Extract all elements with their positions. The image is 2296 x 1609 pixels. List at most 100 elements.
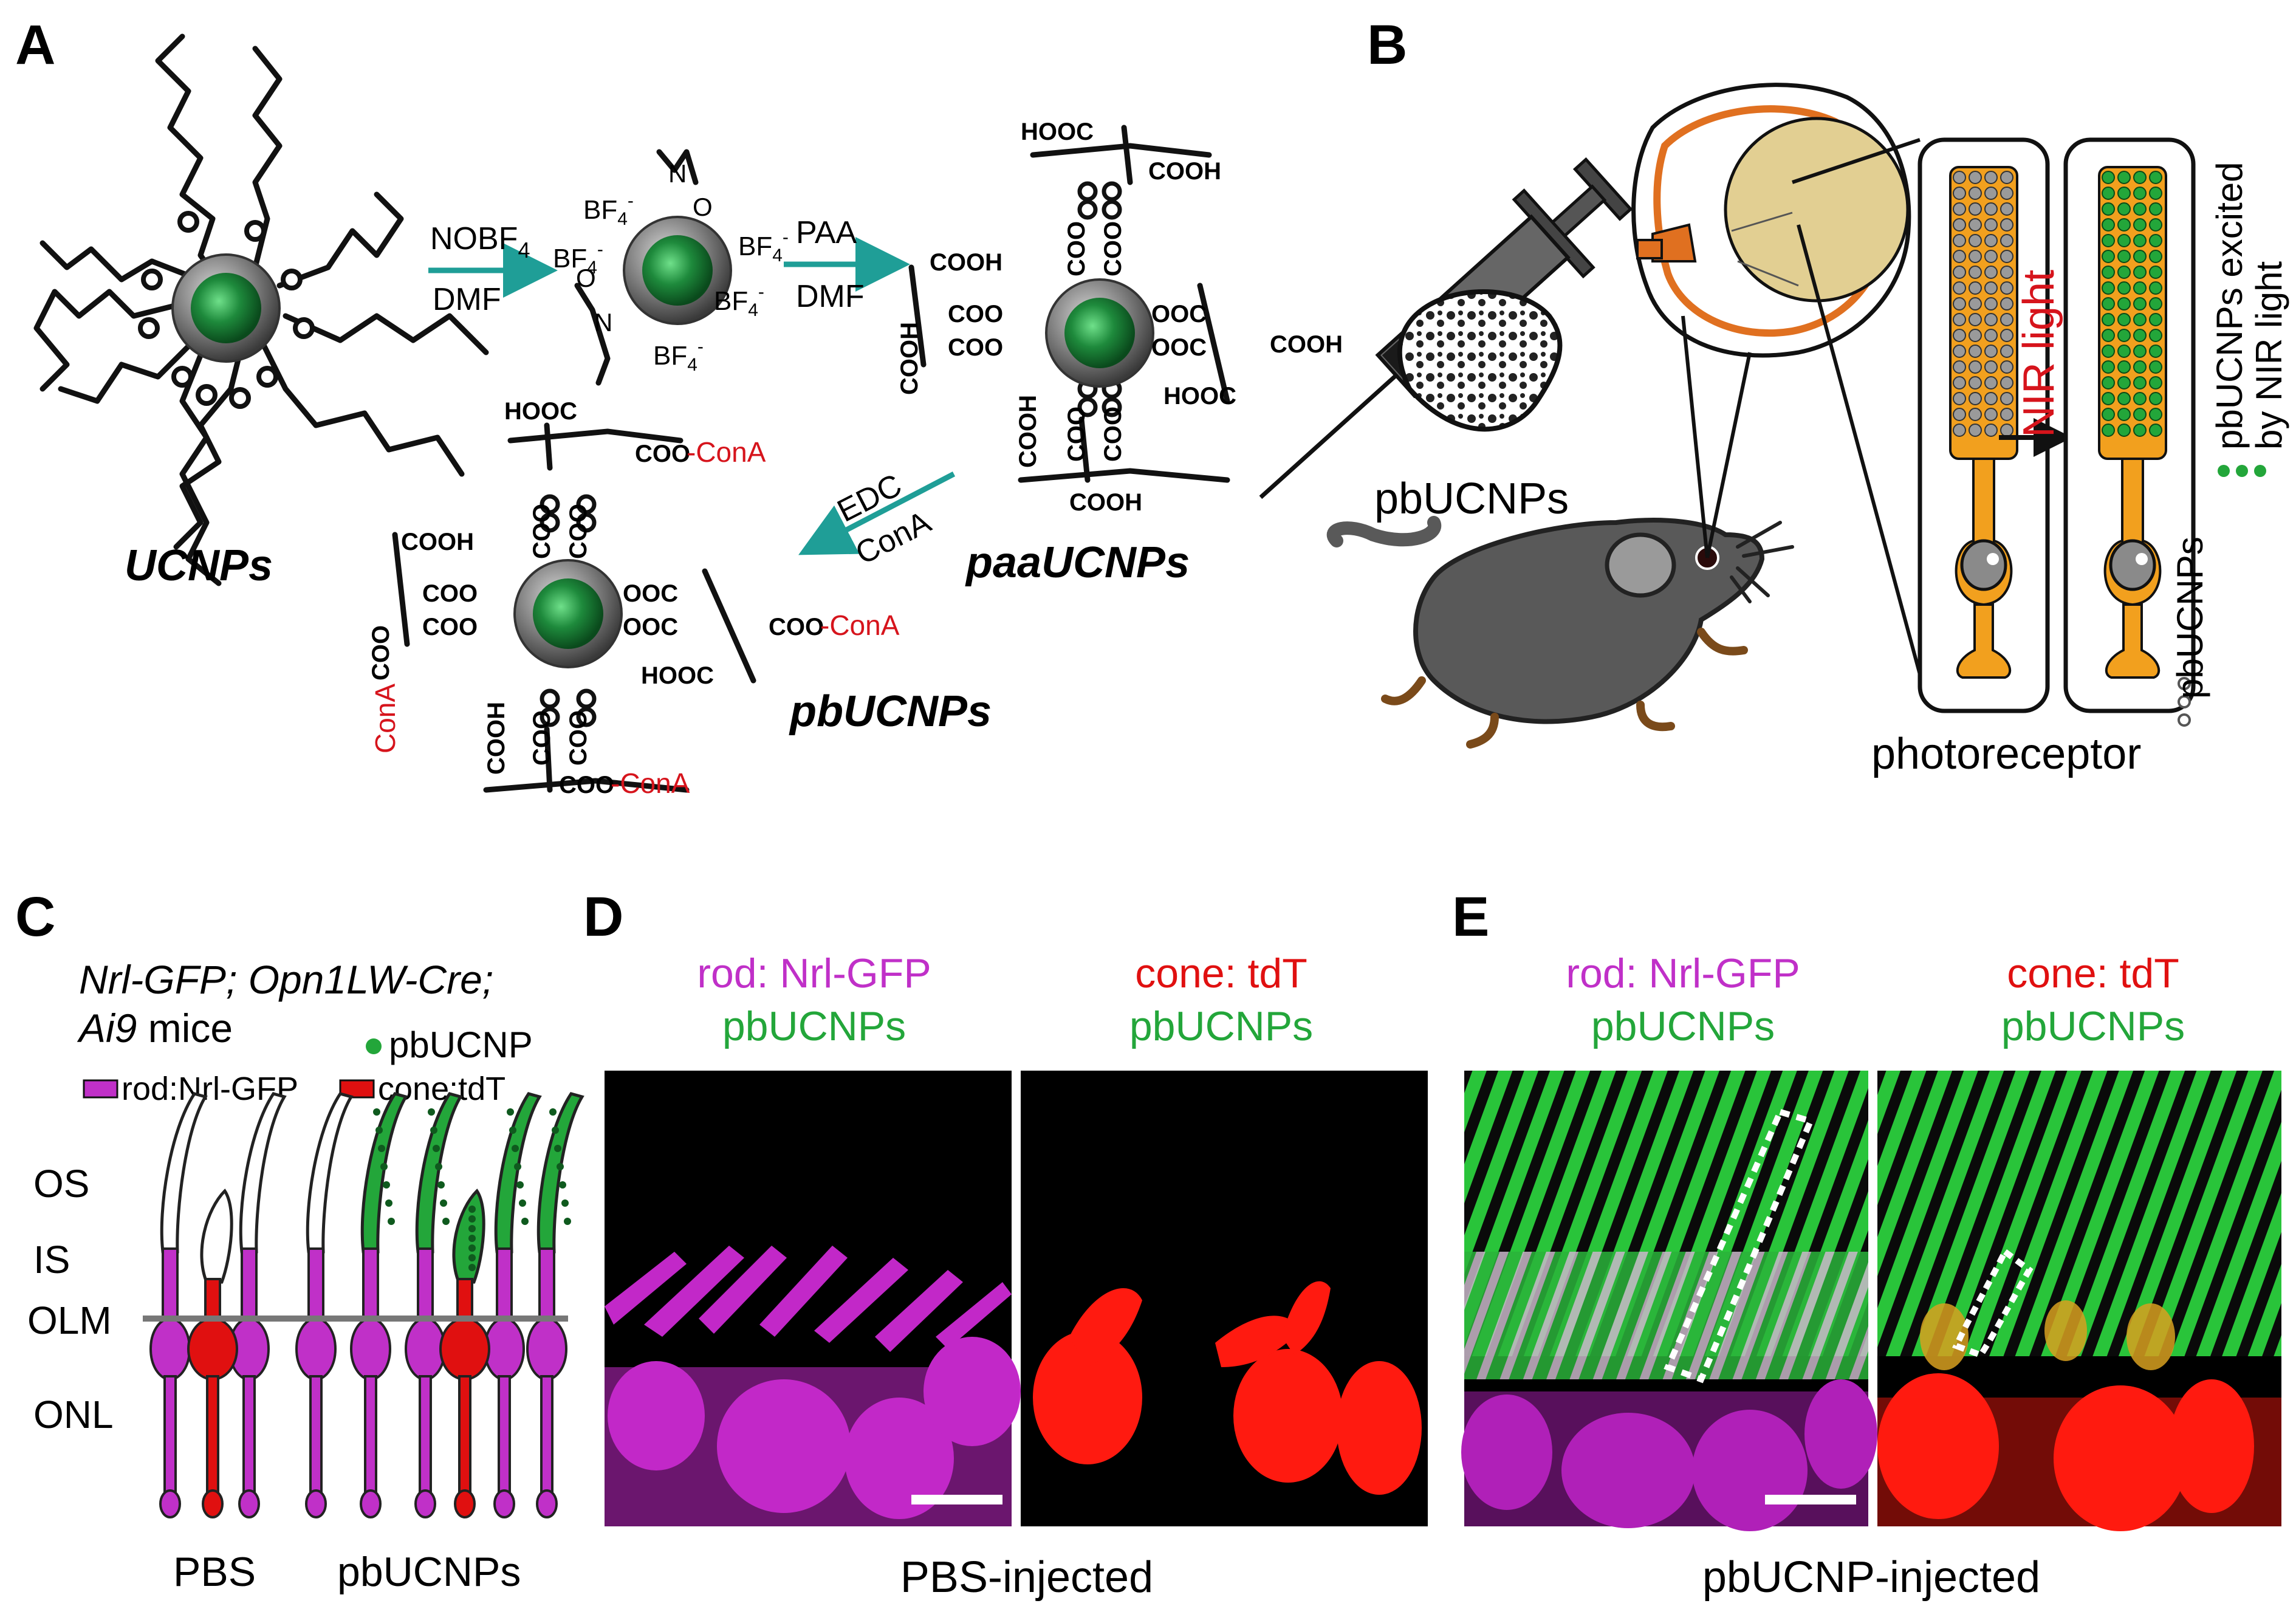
- pbucnp-dot: [373, 1108, 380, 1116]
- ucnp-dot: [1984, 234, 1998, 247]
- paa-coo-up2: COO: [1100, 221, 1126, 276]
- rod-cell: [405, 1092, 463, 1518]
- ucnp-dot: [2133, 187, 2147, 200]
- ucnp-dot: [1969, 234, 1982, 247]
- ucnp-dot: [1953, 218, 1966, 232]
- pbucnp-dot: [442, 1218, 450, 1225]
- pbucnp-dot: [512, 1145, 519, 1152]
- zoom-line-3: [1792, 138, 1921, 184]
- e-image-rod: [1461, 1071, 1877, 1531]
- e-right-title2: pbUCNPs: [2001, 1003, 2185, 1049]
- ucnp-dot: [1984, 266, 1998, 279]
- panel-b: B pbUCNPs: [1259, 14, 2289, 778]
- pbucnp-dot: [385, 1199, 392, 1207]
- ucnp-dot: [2102, 266, 2115, 279]
- paa-cooh-bottom: COOH: [1069, 489, 1142, 516]
- ucnp-dot: [2133, 202, 2147, 216]
- ucnp-dot: [2117, 187, 2131, 200]
- mice-line2: Ai9 mice: [77, 1006, 233, 1051]
- ucnp-dot: [2102, 424, 2115, 437]
- legend-excited-line1: pbUCNPs excited: [2209, 162, 2250, 450]
- paa-coo-down1: COO: [1063, 407, 1090, 462]
- ucnp-dot: [2102, 360, 2115, 374]
- pb-coo-left2: COO: [422, 614, 478, 640]
- ucnp-dot: [2000, 376, 2013, 389]
- ucnp-dot: [2149, 408, 2162, 421]
- ucnp-dot: [1969, 171, 1982, 184]
- paa-coo-left1: COO: [948, 301, 1003, 328]
- legend-excited-line2: by NIR light: [2249, 261, 2289, 450]
- legend-excited: pbUCNPs excited by NIR light: [2209, 162, 2289, 477]
- panel-e-letter: E: [1452, 886, 1489, 948]
- ucnp-dot: [1969, 392, 1982, 405]
- e-scale-bar: [1765, 1495, 1856, 1504]
- pbucnp-dot: [564, 1218, 571, 1225]
- d-left-title1: rod: Nrl-GFP: [697, 950, 931, 997]
- pbucnp-dot: [559, 1181, 566, 1189]
- pb-coo-down1: COO: [529, 710, 555, 766]
- ucnp-dot: [2117, 313, 2131, 326]
- ucnp-dot: [1969, 360, 1982, 374]
- pb-coo-bottom: COO: [559, 772, 614, 798]
- n-label-bottom: N: [594, 308, 612, 337]
- pb-hooc-top: HOOC: [504, 398, 577, 425]
- mice-line1: Nrl-GFP; Opn1LW-Cre;: [79, 957, 493, 1002]
- ucnp-dot: [2133, 281, 2147, 295]
- pbucnp-dot: [468, 1215, 476, 1223]
- cell-diagram-pbucnps: [350, 1092, 584, 1518]
- pb-ucnps-label: pbUCNPs: [789, 687, 992, 736]
- ucnp-dot: [1984, 171, 1998, 184]
- ucnp-dot: [2000, 360, 2013, 374]
- bf4-3: BF4-: [738, 227, 789, 266]
- ucnp-dot: [2117, 218, 2131, 232]
- n-label-top: N: [668, 159, 687, 188]
- legend-pb-dot: [366, 1038, 382, 1054]
- step2-solvent: DMF: [796, 279, 865, 314]
- pb-cona-top: -ConA: [687, 436, 766, 468]
- pbucnp-dot: [552, 1127, 559, 1134]
- step1-reagent: NOBF4: [430, 221, 530, 262]
- ucnp-dot: [2133, 250, 2147, 263]
- panel-d: D rod: Nrl-GFP pbUCNPs cone: tdT pbUCNPs: [583, 886, 1428, 1602]
- e-cone-outline: [1952, 1247, 2034, 1359]
- ucnp-particle: [33, 33, 489, 586]
- ucnp-dot: [2117, 250, 2131, 263]
- paa-hooc-top: HOOC: [1021, 118, 1094, 145]
- ucnp-dot: [2149, 250, 2162, 263]
- ucnp-dot: [2133, 360, 2147, 374]
- pbucnp-dot: [383, 1181, 390, 1189]
- pbucnp-dot: [549, 1108, 557, 1116]
- e-caption: pbUCNP-injected: [1702, 1553, 2040, 1602]
- ucnp-dot: [1953, 187, 1966, 200]
- ucnp-dot: [1984, 408, 1998, 421]
- ucnp-dot: [2000, 313, 2013, 326]
- pbucnp-dot: [468, 1254, 476, 1261]
- pbucnp-dot: [468, 1206, 476, 1213]
- ucnp-dot: [2149, 345, 2162, 358]
- ucnp-dot: [1969, 376, 1982, 389]
- paa-cooh-top: COOH: [1148, 158, 1221, 185]
- ucnp-dot: [1969, 329, 1982, 342]
- ucnp-dot: [2102, 281, 2115, 295]
- e-right-title1: cone: tdT: [2007, 950, 2179, 997]
- d-left-title2: pbUCNPs: [722, 1003, 906, 1049]
- pbucnp-dot: [430, 1127, 437, 1134]
- ucnp-dot: [2149, 392, 2162, 405]
- ucnp-dot: [1953, 234, 1966, 247]
- ucnp-dot: [2000, 250, 2013, 263]
- ucnp-dot: [1984, 218, 1998, 232]
- ucnp-dot: [1953, 360, 1966, 374]
- e-left-title1: rod: Nrl-GFP: [1566, 950, 1800, 997]
- ucnp-dot: [1984, 187, 1998, 200]
- ucnp-dot: [2117, 360, 2131, 374]
- ucnp-dot: [2149, 218, 2162, 232]
- ucnp-dot: [1969, 250, 1982, 263]
- ucnp-dot: [1953, 376, 1966, 389]
- ucnp-dot: [2117, 297, 2131, 310]
- rod-cell: [526, 1092, 584, 1518]
- ucnp-dot: [1969, 202, 1982, 216]
- ucnp-dot: [2149, 376, 2162, 389]
- legend-rod-swatch: [83, 1079, 118, 1099]
- legend-unexcited: pbUCNPs: [2170, 537, 2210, 727]
- pbucnp-dot: [468, 1235, 476, 1242]
